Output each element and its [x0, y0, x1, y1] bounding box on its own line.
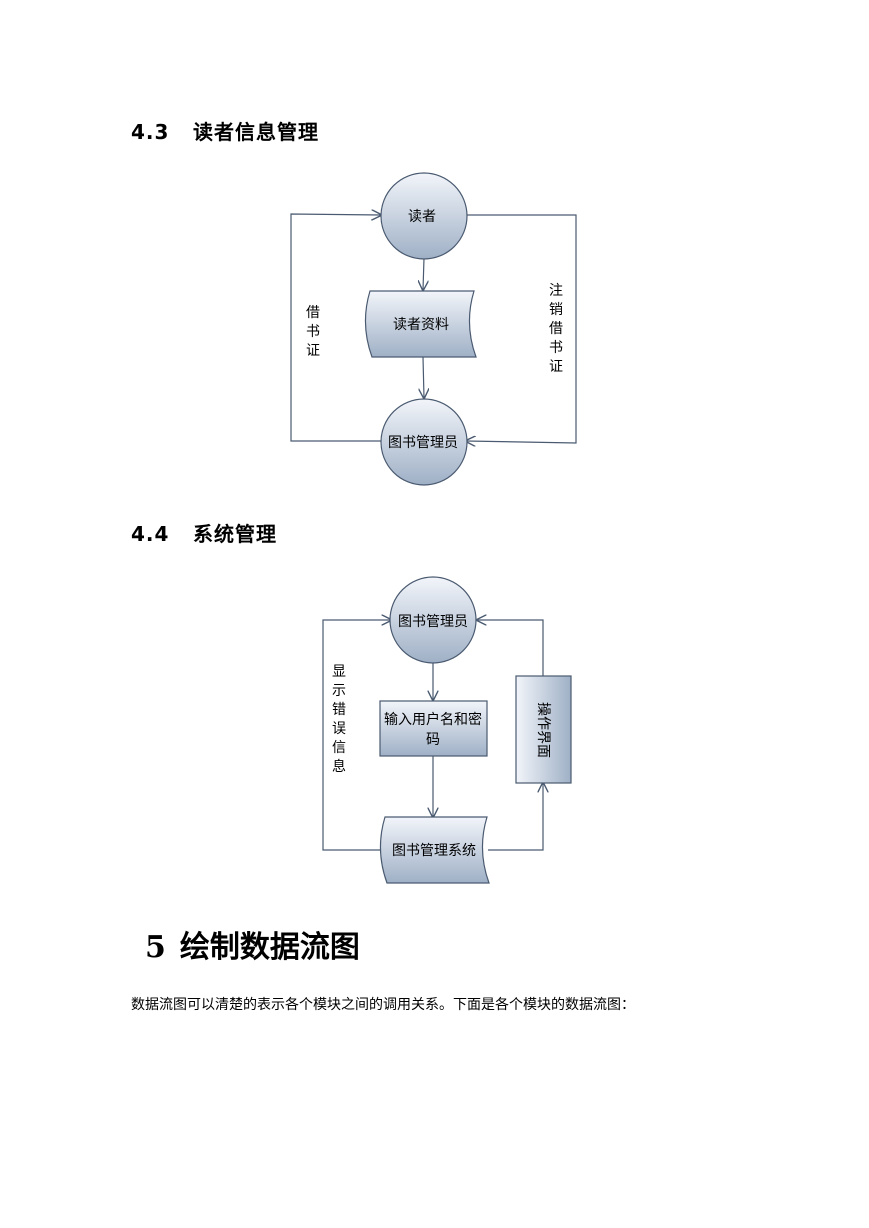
cancel-card-char: 证 [549, 359, 563, 375]
input-process-label-line2: 码 [426, 732, 440, 748]
edge-system-to-ui [488, 783, 543, 851]
section-number: 4.3 [131, 120, 170, 144]
librarian-node-2-label: 图书管理员 [398, 614, 468, 630]
system-management-diagram: 图书管理员 输入用户名和密 码 图书管理系统 操作界面 显 示 错 误 信 息 [322, 576, 572, 884]
section-title: 读者信息管理 [193, 120, 319, 144]
cancel-card-char: 书 [549, 340, 563, 356]
reader-data-store [364, 290, 477, 358]
error-info-char: 息 [332, 758, 346, 775]
cancel-card-char: 销 [549, 302, 563, 318]
section-heading-4-4: 4.4 系统管理 [131, 518, 277, 547]
borrow-card-char: 证 [306, 343, 320, 359]
section-title: 系统管理 [193, 522, 277, 546]
error-info-char: 信 [332, 740, 346, 756]
chapter-title: 绘制数据流图 [179, 930, 360, 965]
error-info-char: 显 [332, 664, 346, 680]
librarian-node [380, 398, 468, 486]
section-number: 4.4 [131, 522, 170, 546]
edge-borrow-card-line [290, 214, 384, 442]
chapter-number: 5 [145, 930, 166, 965]
borrow-card-label: 借 书 证 [306, 305, 320, 359]
error-info-char: 示 [332, 683, 346, 699]
ui-process-label: 操作界面 [535, 702, 551, 758]
cancel-card-label: 注 销 借 书 证 [549, 283, 563, 375]
error-info-label: 显 示 错 误 信 息 [332, 664, 346, 775]
edge-data-to-librarian [423, 356, 424, 398]
librarian-node-2 [389, 576, 477, 664]
edge-cancel-card-line [466, 214, 577, 443]
input-process [379, 700, 488, 757]
library-system-store [379, 816, 490, 884]
error-info-char: 误 [332, 721, 346, 737]
error-info-char: 错 [332, 702, 346, 718]
librarian-node-label: 图书管理员 [388, 435, 458, 451]
reader-node-label: 读者 [408, 208, 436, 225]
body-paragraph: 数据流图可以清楚的表示各个模块之间的调用关系。下面是各个模块的数据流图： [131, 997, 635, 1013]
chapter-heading-5: 5 绘制数据流图 [145, 922, 360, 966]
library-system-label: 图书管理系统 [392, 843, 476, 859]
borrow-card-char: 书 [306, 324, 320, 340]
borrow-card-char: 借 [306, 305, 320, 321]
input-process-label-line1: 输入用户名和密 [384, 711, 482, 728]
cancel-card-char: 借 [549, 321, 563, 337]
edge-ui-to-librarian [477, 620, 544, 676]
reader-data-label: 读者资料 [393, 316, 449, 333]
ui-process [515, 675, 572, 784]
edge-error-line [322, 620, 391, 851]
edge-reader-to-data [423, 257, 424, 290]
section-heading-4-3: 4.3 读者信息管理 [131, 116, 319, 145]
reader-info-diagram: 读者 读者资料 图书管理员 借 书 证 注 销 借 书 证 [290, 172, 577, 486]
cancel-card-char: 注 [549, 283, 563, 299]
reader-node [380, 172, 468, 260]
